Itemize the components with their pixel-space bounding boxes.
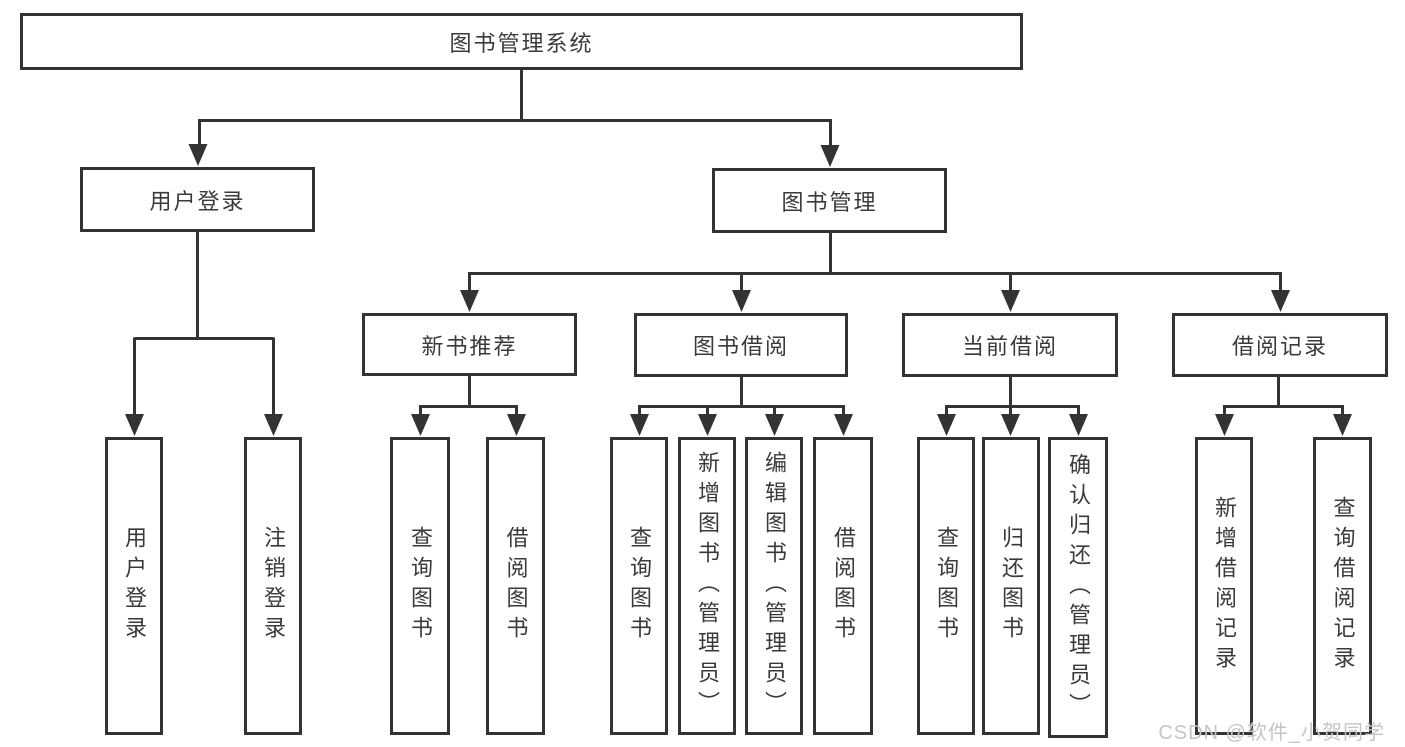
node-label: 图书借阅 (692, 334, 789, 359)
node-borrowing-records: 借阅记录 (1172, 313, 1388, 377)
leaf-confirm-return-admin: 确认归还（管理员） (1048, 437, 1108, 738)
leaf-borrow-books: 借阅图书 (813, 437, 873, 735)
node-new-book-recommend: 新书推荐 (362, 313, 577, 376)
arrowheads (125, 144, 1352, 436)
connector-new-book-children (419, 375, 518, 415)
connector-book-borrow-children (638, 376, 845, 415)
arrowhead (264, 414, 283, 436)
node-label: 借阅图书 (503, 526, 529, 646)
arrowhead (411, 414, 430, 436)
arrowhead (1001, 414, 1020, 436)
arrowhead (125, 414, 144, 436)
csdn-watermark: CSDN @软件_小贺同学 (1158, 722, 1385, 744)
arrowhead (698, 414, 717, 436)
connector-strokes (133, 70, 1344, 415)
connector-user-login-children (133, 232, 275, 415)
leaf-query-books-borrow: 查询图书 (610, 437, 668, 735)
leaf-borrow-books-recommend: 借阅图书 (486, 437, 545, 735)
node-label: 借阅图书 (831, 526, 856, 646)
leaf-logout: 注销登录 (244, 437, 302, 735)
node-label: 查询图书 (934, 526, 959, 646)
arrowhead (1271, 290, 1290, 312)
arrowhead (1069, 414, 1088, 436)
node-label: 用户登录 (122, 526, 147, 646)
arrowhead (460, 290, 479, 312)
arrowhead (937, 414, 956, 436)
arrowhead (507, 414, 526, 436)
node-label: 查询借阅记录 (1330, 496, 1356, 676)
leaf-return-books: 归还图书 (982, 437, 1040, 735)
node-label: 查询图书 (408, 526, 433, 646)
leaf-user-login: 用户登录 (105, 437, 163, 735)
node-label: 用户登录 (149, 188, 246, 214)
node-label: 归还图书 (999, 526, 1024, 646)
connector-book-management-children (468, 233, 1282, 293)
leaf-query-books-current: 查询图书 (917, 437, 975, 735)
leaf-add-borrow-record: 新增借阅记录 (1195, 437, 1253, 735)
arrowhead (630, 414, 649, 436)
arrowhead (188, 144, 208, 166)
arrowhead (765, 414, 784, 436)
leaf-add-books-admin: 新增图书（管理员） (678, 437, 736, 735)
node-label: 借阅记录 (1231, 334, 1328, 359)
node-label: 新书推荐 (421, 333, 518, 359)
leaf-query-borrow-record: 查询借阅记录 (1313, 437, 1372, 735)
node-label: 新增图书（管理员） (695, 451, 720, 721)
node-label: 确认归还（管理员） (1066, 452, 1091, 723)
arrowhead (1001, 290, 1020, 312)
connector-borrow-record-children (1223, 376, 1344, 415)
node-label: 图书管理系统 (449, 30, 594, 56)
leaf-edit-books-admin: 编辑图书（管理员） (745, 437, 803, 735)
leaf-query-books-recommend: 查询图书 (390, 437, 450, 735)
connector-root-to-level2 (198, 119, 832, 147)
node-book-management: 图书管理 (712, 168, 947, 233)
node-user-login: 用户登录 (80, 167, 315, 232)
node-book-borrowing: 图书借阅 (634, 313, 848, 377)
arrowhead (1333, 414, 1352, 436)
arrowhead (732, 290, 751, 312)
node-label: 查询图书 (627, 526, 652, 646)
node-label: 当前借阅 (961, 334, 1058, 359)
node-current-borrowing: 当前借阅 (902, 313, 1118, 377)
node-label: 新增借阅记录 (1212, 496, 1237, 676)
node-library-system: 图书管理系统 (20, 13, 1023, 70)
node-label: 图书管理 (781, 189, 878, 215)
node-label: 注销登录 (261, 526, 286, 646)
arrowhead (820, 145, 840, 167)
connector-current-borrow-children (945, 376, 1080, 415)
arrowhead (1215, 414, 1234, 436)
arrowhead (834, 414, 853, 436)
node-label: 编辑图书（管理员） (762, 451, 787, 721)
